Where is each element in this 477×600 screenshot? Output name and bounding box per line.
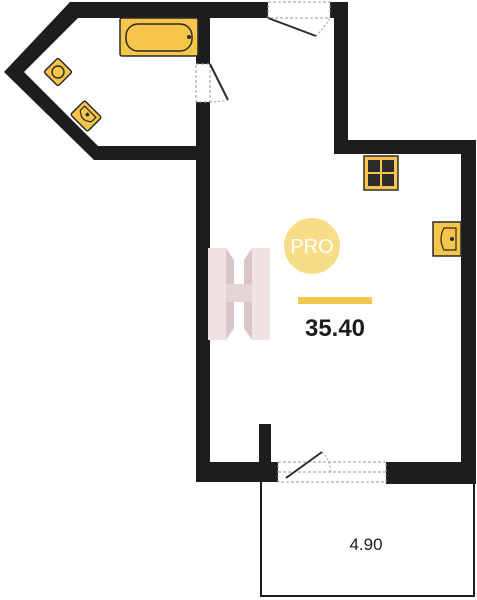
total-area-value: 35.40 (305, 315, 365, 342)
area-underline (298, 297, 372, 304)
bathroom-door[interactable] (195, 63, 229, 103)
room-wall-stub (259, 424, 271, 482)
bathroom-walls (4, 2, 268, 160)
room-wall-right (461, 140, 476, 484)
balcony-area-value: 4.90 (349, 535, 382, 554)
room-wall-step (334, 140, 476, 154)
pro-badge: PRO (284, 218, 340, 274)
bathtub-icon (119, 17, 199, 57)
stove-icon (363, 155, 399, 191)
room-wall-bottom-left (196, 462, 278, 482)
pro-badge-text: PRO (290, 236, 333, 258)
toilet-icon (43, 57, 73, 87)
entrance-door[interactable] (267, 1, 331, 37)
bathroom-partition-wall (196, 2, 210, 64)
room-wall-bottom-right (386, 462, 476, 484)
balcony-door[interactable] (277, 451, 387, 483)
brand-logo-h (208, 248, 270, 340)
room-wall-left (196, 146, 210, 482)
kitchen-sink-icon (432, 221, 462, 257)
washbasin-icon (70, 100, 102, 132)
bathroom-partition-wall (196, 102, 210, 160)
room-wall-right-upper (334, 2, 348, 154)
balcony-outline (260, 482, 475, 597)
